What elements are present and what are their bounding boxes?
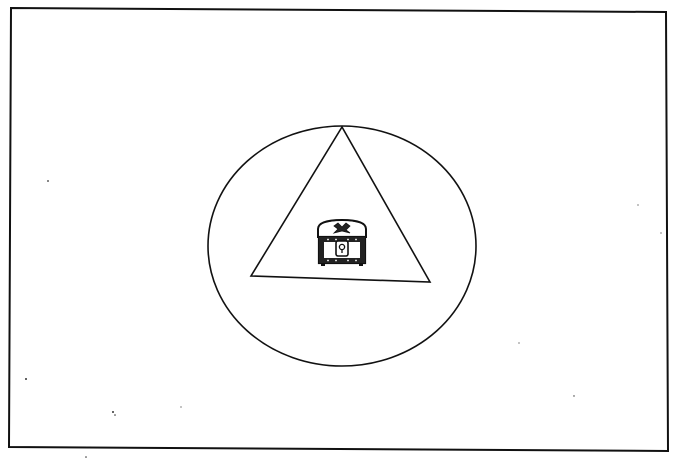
treasure-chest-icon xyxy=(318,220,366,266)
